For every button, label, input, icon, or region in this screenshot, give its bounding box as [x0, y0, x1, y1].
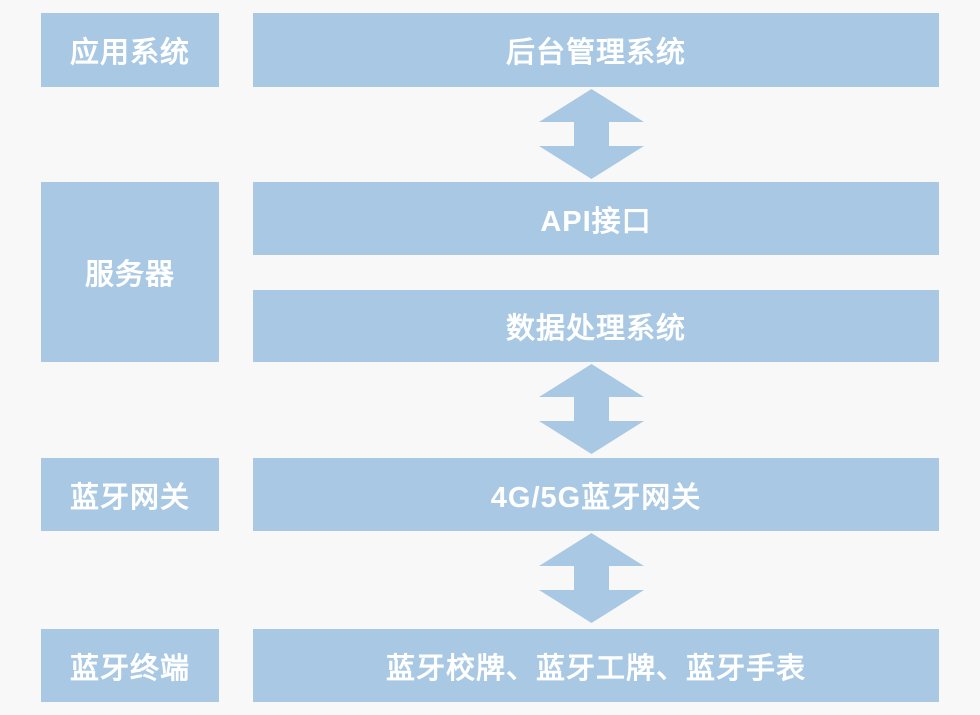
layer-label-server: 服务器	[41, 182, 219, 362]
node-data-processing-system: 数据处理系统	[253, 290, 939, 362]
layer-label-bluetooth-terminal: 蓝牙终端	[41, 629, 219, 702]
node-bluetooth-devices: 蓝牙校牌、蓝牙工牌、蓝牙手表	[253, 629, 939, 702]
updown-arrow-icon	[539, 364, 644, 454]
node-4g-5g-bluetooth-gateway: 4G/5G蓝牙网关	[253, 458, 939, 531]
updown-arrow-icon	[539, 89, 644, 179]
node-api-interface: API接口	[253, 182, 939, 255]
updown-arrow-icon	[539, 533, 644, 623]
node-backend-management-system: 后台管理系统	[253, 13, 939, 87]
layer-label-application-system: 应用系统	[41, 13, 219, 87]
layer-label-bluetooth-gateway: 蓝牙网关	[41, 458, 219, 531]
